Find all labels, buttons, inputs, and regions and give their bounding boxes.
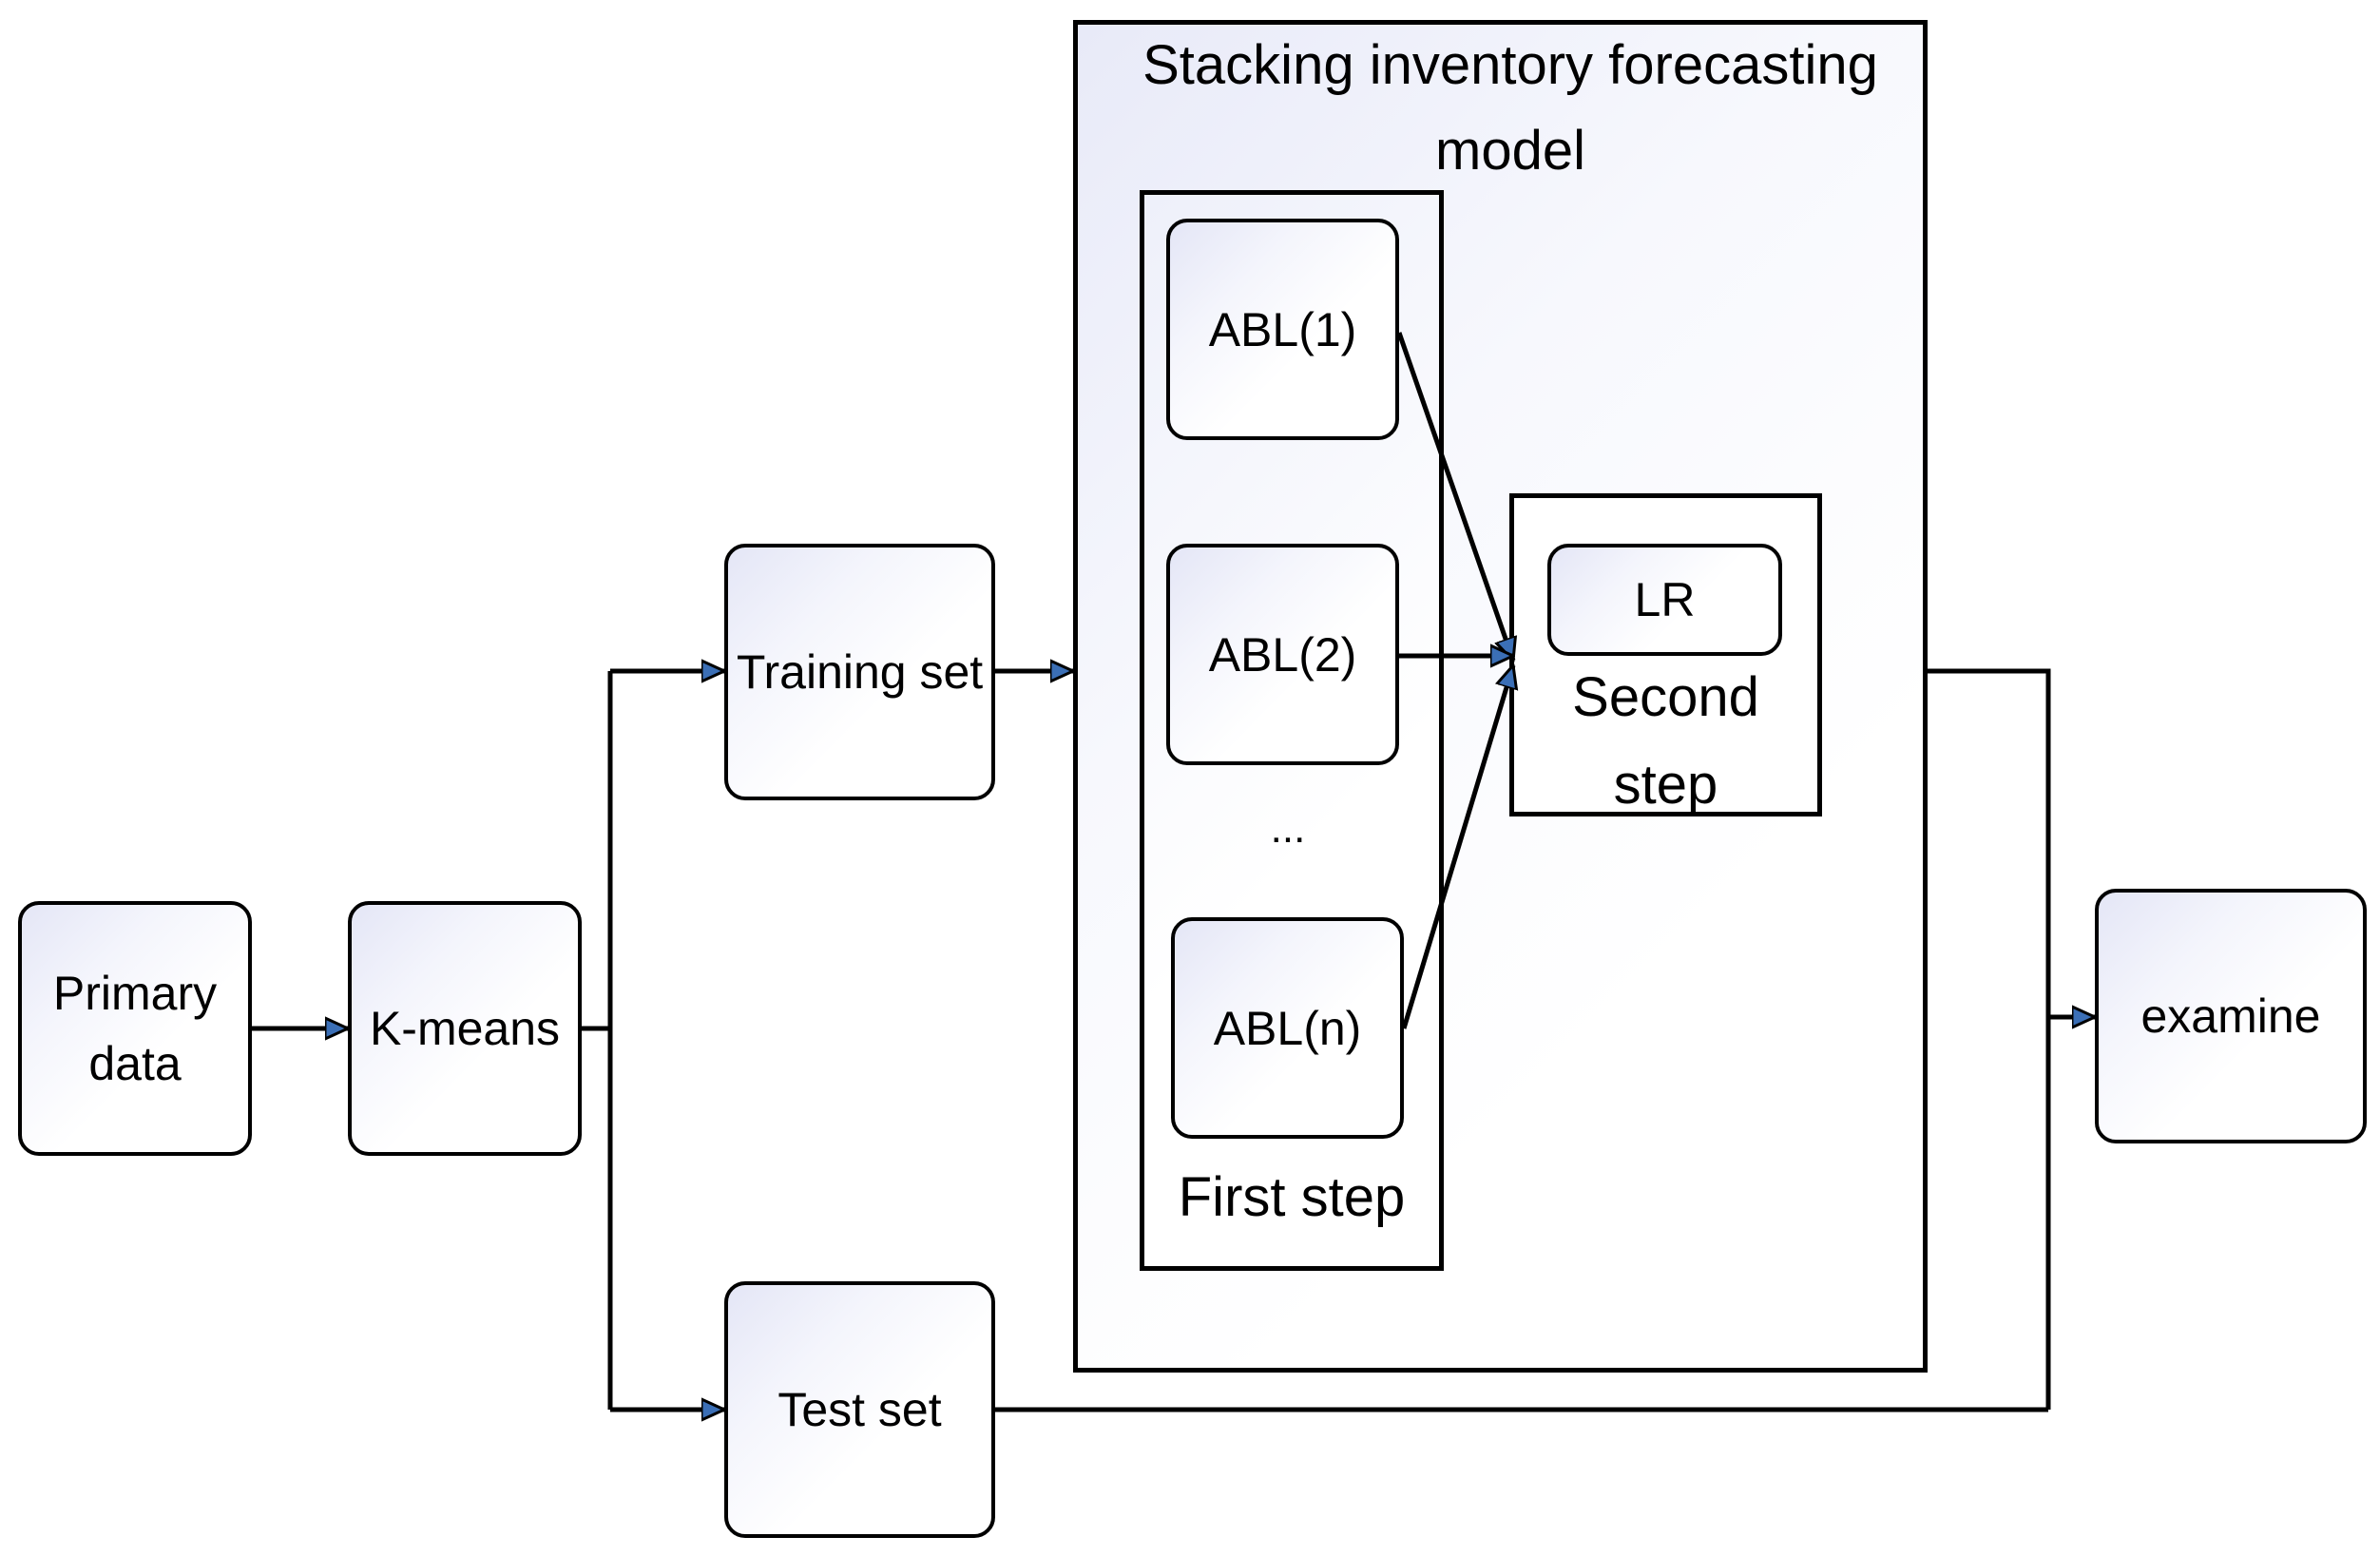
abln-node[interactable]: ABL(n) — [1171, 917, 1404, 1139]
kmeans-node[interactable]: K-means — [348, 901, 582, 1156]
abl1-node[interactable]: ABL(1) — [1166, 219, 1399, 440]
line-model-to-examine — [1928, 668, 2051, 1410]
ellipsis-label: ... — [1270, 805, 1306, 852]
arrow-abl1-to-second-step — [1396, 332, 1513, 661]
stacking-model-title: Stacking inventory forecasting model — [1142, 34, 1878, 182]
training-set-node[interactable]: Training set — [724, 544, 995, 800]
arrow-abln-to-second-step — [1401, 665, 1513, 1029]
primary-data-node[interactable]: Primary data — [18, 901, 252, 1156]
lr-node[interactable]: LR — [1547, 544, 1782, 656]
abl2-node[interactable]: ABL(2) — [1166, 544, 1399, 765]
first-step-label: First step — [1178, 1166, 1406, 1228]
second-step-label: Second step — [1572, 666, 1759, 816]
test-set-node[interactable]: Test set — [724, 1281, 995, 1538]
examine-node[interactable]: examine — [2095, 889, 2367, 1143]
